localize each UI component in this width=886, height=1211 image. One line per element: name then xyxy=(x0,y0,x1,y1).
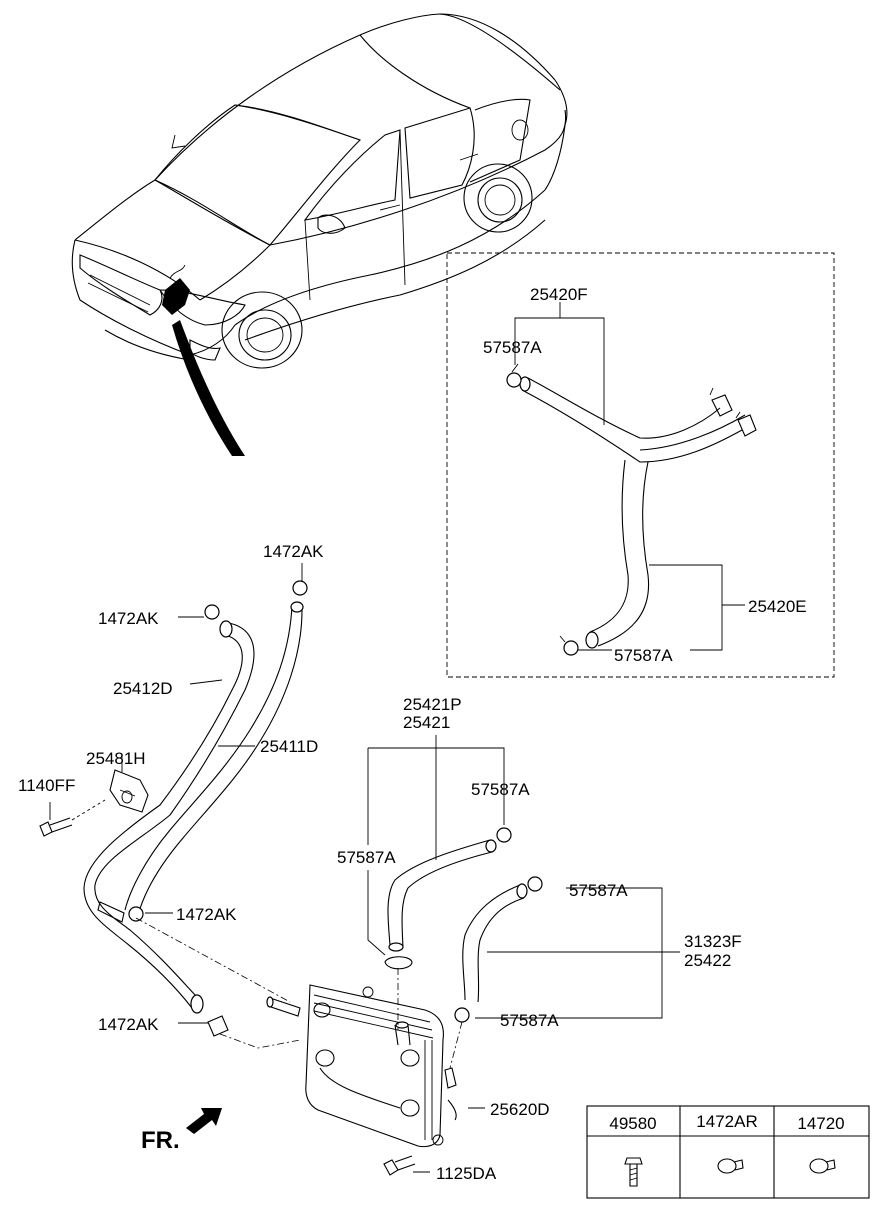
clamp-icon xyxy=(454,1007,470,1023)
part-label-57587A: 57587A xyxy=(483,338,542,357)
front-direction-label: FR. xyxy=(141,1127,180,1154)
legend-header-1472AR: 1472AR xyxy=(696,1112,757,1131)
part-label-1472AK: 1472AK xyxy=(98,1015,159,1034)
part-label-25421: 25421 xyxy=(403,713,450,732)
legend-header-14720: 14720 xyxy=(797,1114,844,1133)
part-label-57587A: 57587A xyxy=(569,881,628,900)
part-label-25411D: 25411D xyxy=(260,737,318,756)
part-label-1140FF: 1140FF xyxy=(18,776,75,795)
front-direction-arrow-icon xyxy=(186,1108,222,1134)
bracket-assembly xyxy=(39,769,149,837)
part-label-1472AK: 1472AK xyxy=(263,542,324,561)
hose-25422 xyxy=(454,876,543,1023)
part-label-57587A: 57587A xyxy=(337,848,396,867)
hose-25421 xyxy=(384,827,512,970)
clamp-icon xyxy=(506,372,522,388)
legend-header-49580: 49580 xyxy=(609,1114,656,1133)
inset-hose-assembly xyxy=(506,363,757,656)
part-label-57587A: 57587A xyxy=(471,780,530,799)
part-label-1125DA: 1125DA xyxy=(436,1164,497,1183)
part-label-25420E: 25420E xyxy=(748,597,807,616)
part-label-25420F: 25420F xyxy=(530,285,588,304)
part-label-25620D: 25620D xyxy=(490,1100,550,1119)
clamp-icon xyxy=(292,580,308,596)
part-label-57587A: 57587A xyxy=(614,646,673,665)
hose-clamp-icon xyxy=(809,1158,836,1174)
clamp-icon xyxy=(527,876,543,892)
part-label-1472AK: 1472AK xyxy=(176,905,237,924)
oil-cooler xyxy=(266,984,457,1176)
part-label-25422: 25422 xyxy=(684,951,731,970)
clamp-icon xyxy=(496,827,512,843)
clamp-icon xyxy=(204,604,220,620)
part-label-25412D: 25412D xyxy=(113,679,173,698)
part-label-57587A: 57587A xyxy=(500,1011,559,1030)
legend-table: 49580 1472AR 14720 xyxy=(586,1105,870,1199)
part-label-25421P: 25421P xyxy=(403,695,462,714)
car-illustration xyxy=(71,13,568,456)
inset-box xyxy=(446,252,835,678)
part-label-25481H: 25481H xyxy=(86,749,146,768)
clamp-icon xyxy=(563,640,579,656)
part-label-31323F: 31323F xyxy=(684,932,742,951)
hose-clamp-icon xyxy=(717,1158,744,1174)
bolt-icon xyxy=(624,1157,643,1187)
hose-assemblies xyxy=(83,580,308,1037)
part-label-1472AK: 1472AK xyxy=(98,609,159,628)
clamp-icon xyxy=(128,906,144,922)
